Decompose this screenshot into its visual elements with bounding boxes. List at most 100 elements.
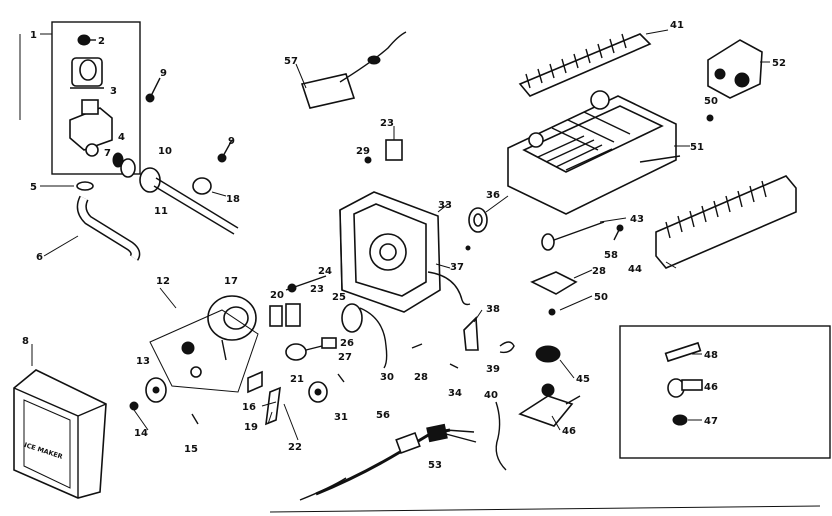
part-screw-2 xyxy=(77,34,96,46)
callout-45: 45 xyxy=(576,374,590,385)
callout-8: 8 xyxy=(22,336,29,347)
part-wire-harness-57 xyxy=(300,31,407,109)
part-screw-27 xyxy=(337,373,345,383)
callout-1: 1 xyxy=(30,30,37,41)
callout-4: 4 xyxy=(118,132,125,143)
part-fill-cup-44 xyxy=(655,175,797,269)
part-screw-15 xyxy=(191,413,199,425)
callout-23a: 23 xyxy=(380,118,394,129)
callout-labels: 1 2 3 4 5 6 7 8 9 9 10 11 12 13 14 15 16… xyxy=(22,20,786,471)
callout-36: 36 xyxy=(486,190,500,201)
part-wire-37 xyxy=(427,271,471,306)
part-inlet-tube-6-inner xyxy=(78,196,139,260)
callout-10: 10 xyxy=(158,146,172,157)
callout-47: 47 xyxy=(704,416,718,427)
part-bracket-28 xyxy=(530,271,578,295)
callout-18: 18 xyxy=(226,194,240,205)
valve-group-frame xyxy=(51,21,141,175)
callout-20: 20 xyxy=(270,290,284,301)
part-screw-58 xyxy=(613,224,624,241)
part-tube-48 xyxy=(664,341,702,363)
part-valve-46 xyxy=(518,383,581,427)
callout-33: 33 xyxy=(438,200,452,211)
callout-48: 48 xyxy=(704,350,718,361)
callout-31: 31 xyxy=(334,412,348,423)
part-bracket-20 xyxy=(269,303,301,327)
part-switch-16 xyxy=(247,370,263,394)
callout-41: 41 xyxy=(670,20,684,31)
callout-28b: 28 xyxy=(592,266,606,277)
callout-3: 3 xyxy=(110,86,117,97)
part-washer-10 xyxy=(120,158,136,178)
part-gear-31 xyxy=(308,381,328,403)
callout-9b: 9 xyxy=(228,136,235,147)
callout-38: 38 xyxy=(486,304,500,315)
inset-frame xyxy=(619,325,831,459)
callout-37: 37 xyxy=(450,262,464,273)
part-plug-26 xyxy=(321,337,337,349)
callout-27: 27 xyxy=(338,352,352,363)
callout-26: 26 xyxy=(340,338,354,349)
callout-9a: 9 xyxy=(160,68,167,79)
callout-24: 24 xyxy=(318,266,332,277)
part-inlet-tube-6 xyxy=(76,195,141,261)
part-screw-34 xyxy=(449,363,459,369)
callout-52: 52 xyxy=(772,58,786,69)
callout-43: 43 xyxy=(630,214,644,225)
part-shaft-43 xyxy=(541,221,605,251)
callout-30: 30 xyxy=(380,372,394,383)
callout-13: 13 xyxy=(136,356,150,367)
callout-53: 53 xyxy=(428,460,442,471)
callout-25: 25 xyxy=(332,292,346,303)
callout-15: 15 xyxy=(184,444,198,455)
callout-17: 17 xyxy=(224,276,238,287)
callout-14: 14 xyxy=(134,428,148,439)
callout-58: 58 xyxy=(604,250,618,261)
part-grommet-18 xyxy=(192,177,227,197)
part-support-12 xyxy=(149,287,259,393)
part-gear-36 xyxy=(468,207,488,233)
part-power-cord-56 xyxy=(299,423,477,501)
part-solenoid-3 xyxy=(70,57,104,89)
callout-23b: 23 xyxy=(310,284,324,295)
callout-29: 29 xyxy=(356,146,370,157)
part-screw-9b xyxy=(217,139,233,163)
part-fill-tube-11 xyxy=(139,167,239,235)
part-motor-17 xyxy=(207,295,257,361)
callout-57: 57 xyxy=(284,56,298,67)
callout-6: 6 xyxy=(36,252,43,263)
part-fitting-46 xyxy=(667,378,703,398)
callout-22: 22 xyxy=(288,442,302,453)
part-screw-9a xyxy=(145,77,161,103)
part-clamp-5 xyxy=(40,181,94,191)
part-switch-45 xyxy=(535,345,561,363)
part-switch-19 xyxy=(261,386,281,426)
callout-46b: 46 xyxy=(562,426,576,437)
callout-50b: 50 xyxy=(594,292,608,303)
part-ejector-41 xyxy=(518,33,652,97)
callout-56: 56 xyxy=(376,410,390,421)
part-mold-51 xyxy=(507,90,681,215)
callout-34: 34 xyxy=(448,388,462,399)
callout-16: 16 xyxy=(242,402,256,413)
callout-44: 44 xyxy=(628,264,642,275)
part-nut-7 xyxy=(112,152,124,168)
callout-46: 46 xyxy=(704,382,718,393)
callout-2: 2 xyxy=(98,36,105,47)
part-screw-50b xyxy=(548,308,556,316)
part-pin xyxy=(465,245,471,251)
callout-28a: 28 xyxy=(414,372,428,383)
part-cam-25 xyxy=(341,303,388,369)
callout-51: 51 xyxy=(690,142,704,153)
callout-21: 21 xyxy=(290,374,304,385)
callout-7: 7 xyxy=(104,148,111,159)
part-ice-maker-module-8: ICE MAKER xyxy=(13,369,107,499)
part-screw-14 xyxy=(129,401,139,411)
part-cover-52 xyxy=(707,39,763,99)
part-arm-38 xyxy=(463,316,479,351)
callout-19: 19 xyxy=(244,422,258,433)
part-wire-40 xyxy=(495,401,507,471)
part-screw-47 xyxy=(672,414,688,426)
